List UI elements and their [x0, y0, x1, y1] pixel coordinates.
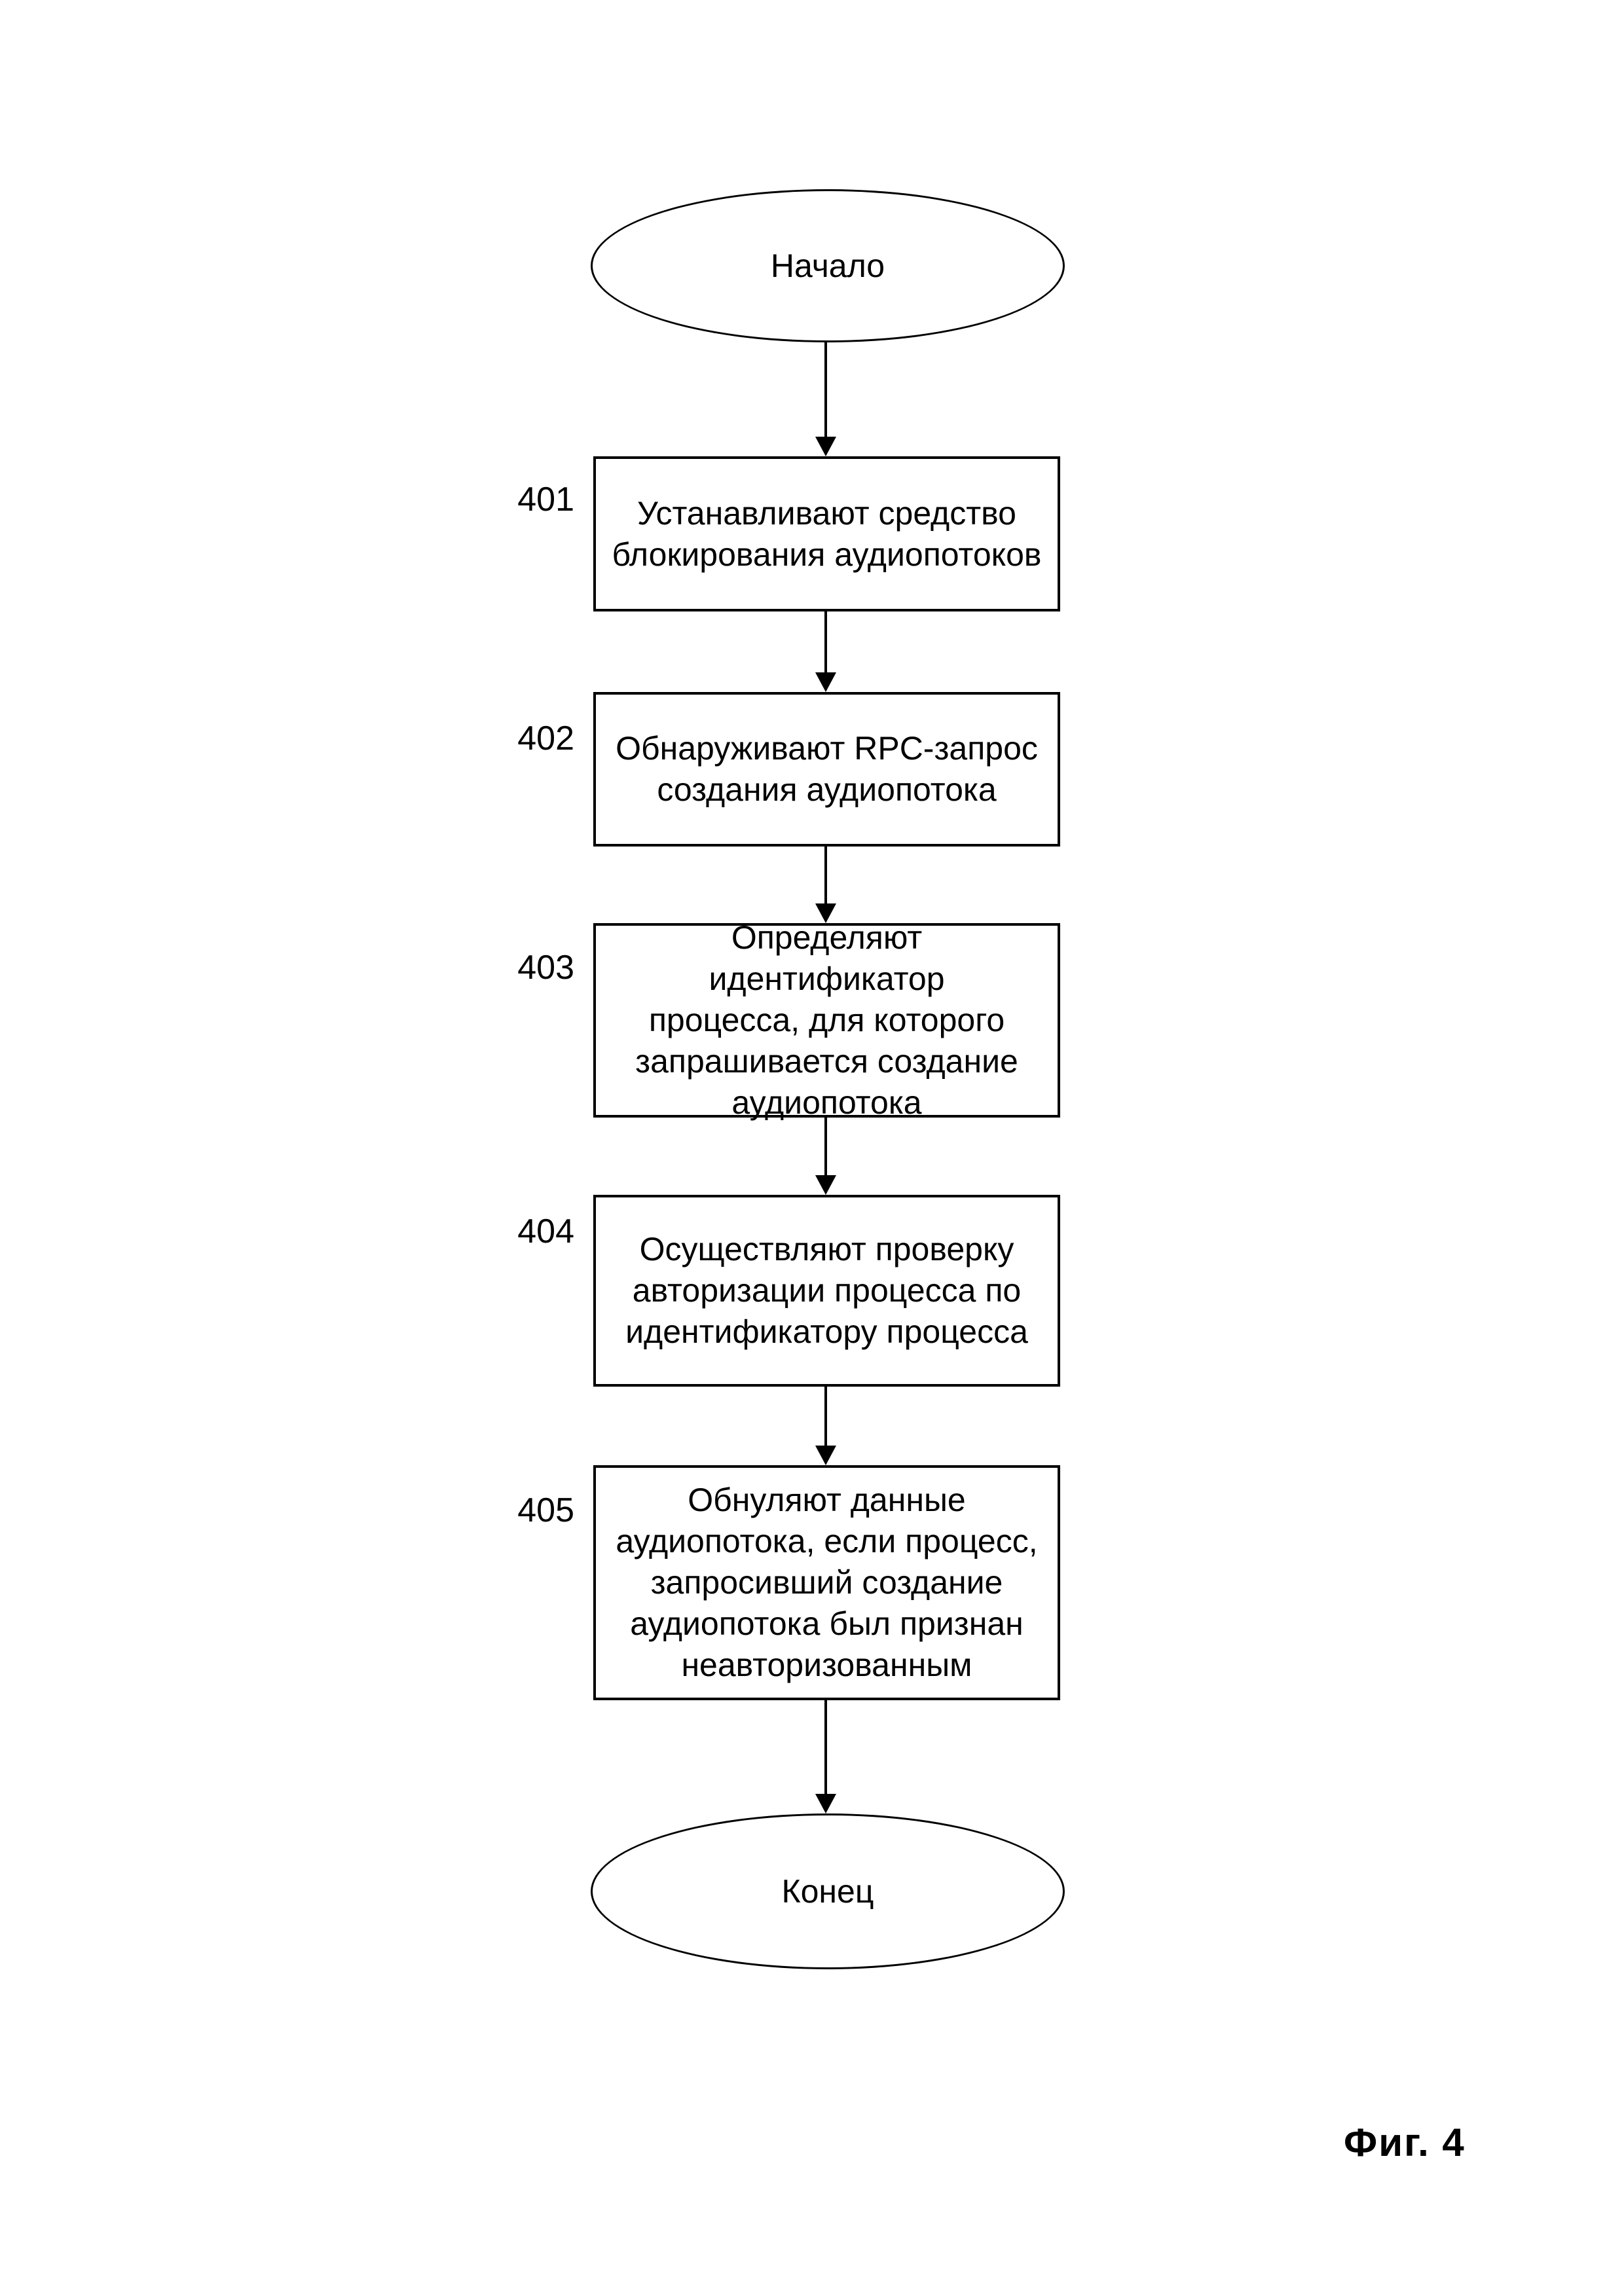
- arrowhead-down-icon: [815, 672, 836, 692]
- flow-arrow-405-to-end: [815, 1700, 836, 1813]
- step-box-404: Осуществляют проверку авторизации процес…: [593, 1195, 1060, 1387]
- arrow-shaft: [824, 340, 827, 437]
- arrow-shaft: [824, 1700, 827, 1794]
- step-box-403: Определяют идентификатор процесса, для к…: [593, 919, 1060, 1121]
- arrowhead-down-icon: [815, 903, 836, 923]
- flow-arrow-404-to-405: [815, 1387, 836, 1465]
- arrowhead-down-icon: [815, 1446, 836, 1465]
- flow-arrow-401-to-402: [815, 611, 836, 692]
- flow-arrow-402-to-403: [815, 847, 836, 923]
- step-text-402: Обнаруживают RPC-запрос создания аудиопо…: [616, 730, 1038, 808]
- step-text-405: Обнуляют данные аудиопотока, если процес…: [616, 1482, 1038, 1683]
- flow-arrow-403-to-404: [815, 1118, 836, 1195]
- arrowhead-down-icon: [815, 1794, 836, 1813]
- step-box-405: Обнуляют данные аудиопотока, если процес…: [593, 1465, 1060, 1700]
- figure-caption: Фиг. 4: [1344, 2121, 1466, 2164]
- arrow-shaft: [824, 611, 827, 672]
- step-box-401: Устанавливают средство блокирования ауди…: [593, 456, 1060, 611]
- arrowhead-down-icon: [815, 1175, 836, 1195]
- end-terminator-label: Конец: [781, 1873, 874, 1910]
- step-number-402: 402: [517, 720, 574, 757]
- step-text-404: Осуществляют проверку авторизации процес…: [625, 1231, 1028, 1350]
- step-number-401: 401: [517, 481, 574, 519]
- start-terminator-label: Начало: [770, 247, 885, 284]
- flow-arrow-start-to-401: [815, 340, 836, 456]
- arrow-shaft: [824, 847, 827, 903]
- start-terminator: Начало: [591, 189, 1065, 342]
- step-text-401: Устанавливают средство блокирования ауди…: [612, 494, 1042, 573]
- end-terminator: Конец: [591, 1813, 1065, 1969]
- arrow-shaft: [824, 1118, 827, 1175]
- step-number-404: 404: [517, 1212, 574, 1250]
- step-text-403: Определяют идентификатор процесса, для к…: [635, 919, 1018, 1121]
- step-box-402: Обнаруживают RPC-запрос создания аудиопо…: [593, 692, 1060, 847]
- arrowhead-down-icon: [815, 437, 836, 456]
- step-number-405: 405: [517, 1491, 574, 1529]
- arrow-shaft: [824, 1387, 827, 1446]
- step-number-403: 403: [517, 949, 574, 987]
